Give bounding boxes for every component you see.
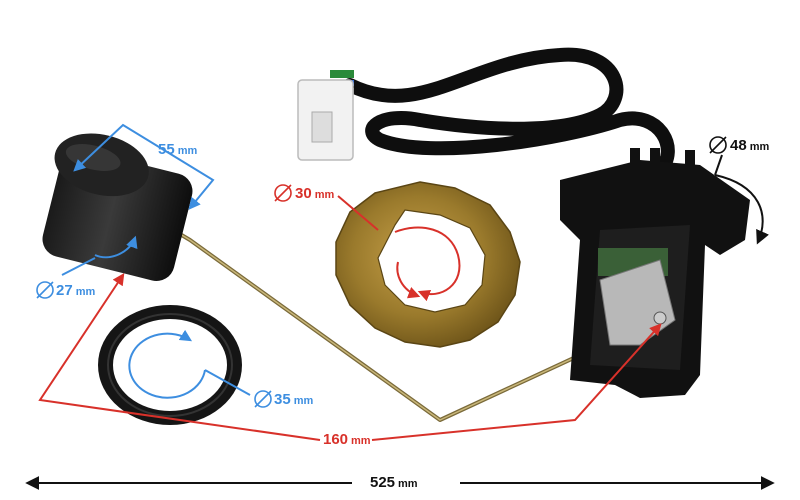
sender-unit [560,148,750,398]
arm-length-unit: mm [351,435,371,447]
float-length-value: 55 [158,141,175,158]
ring-diameter-unit: mm [314,189,335,201]
ring-diameter-value: 30 [295,185,312,202]
diameter-symbol-icon [36,281,54,299]
flange-diameter-unit: mm [749,141,770,153]
float-length-unit: mm [177,145,198,157]
total-length-value: 525 [370,474,396,491]
wire-harness [297,47,675,177]
gasket-diameter-unit: mm [293,395,314,407]
ring-diameter-arrow [337,195,461,302]
flange-diameter-value: 48 [730,137,747,154]
gasket-diameter-value: 35 [274,391,291,408]
float-length-dimension [73,123,215,210]
float-diameter-unit: mm [75,286,96,298]
float-diameter-value: 27 [56,282,73,299]
total-length-unit: mm [398,478,418,490]
float-diameter-arrow [61,235,138,276]
rubber-gasket [98,305,242,425]
diameter-symbol-icon [709,136,727,154]
flange-diameter-arrow [714,154,769,245]
gasket-diameter-arrow [128,329,251,399]
arm-length-value: 160 [323,431,349,448]
arm-length-dimension [38,273,662,441]
diameter-symbol-icon [254,390,272,408]
diameter-symbol-icon [274,184,292,202]
lock-ring [335,181,521,348]
